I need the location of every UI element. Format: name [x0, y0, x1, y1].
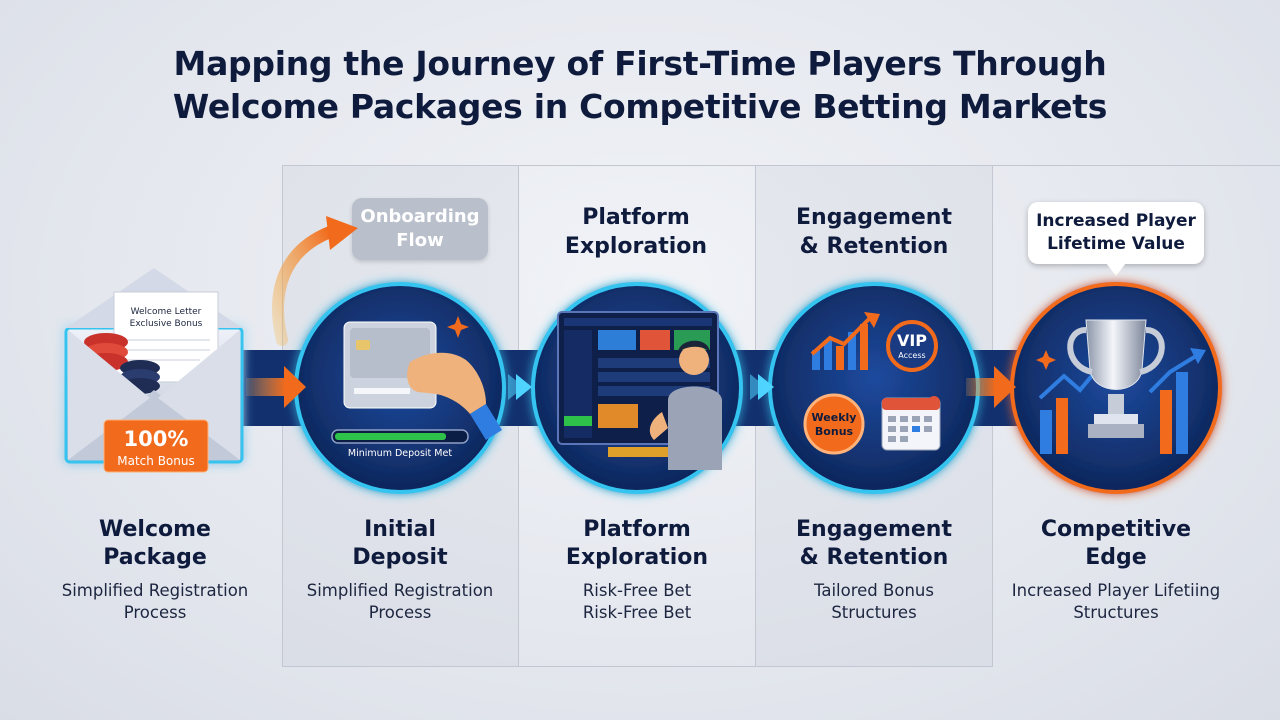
stage-desc-line: Structures — [831, 603, 917, 622]
blue-arrow-3-icon — [750, 374, 774, 400]
column-head-platform: Platform Exploration — [540, 203, 732, 261]
welcome-letter — [66, 268, 242, 383]
stage-desc-line: Process — [123, 603, 187, 622]
stage-title-line: Exploration — [565, 545, 709, 570]
column-head-line: & Retention — [799, 234, 949, 259]
orange-arrow-4-icon — [966, 366, 1016, 408]
stage-desc-line: Risk-Free Bet — [582, 581, 692, 600]
column-head-line: Engagement — [796, 205, 952, 230]
stage-title-line: Deposit — [352, 545, 448, 570]
stage-4-title: Engagement & Retention — [757, 516, 991, 572]
stage-title-line: Competitive — [1040, 517, 1192, 542]
match-bonus-badge — [103, 419, 209, 473]
stage-5-title: Competitive Edge — [994, 516, 1238, 572]
stage-2-title: Initial Deposit — [284, 516, 516, 572]
stage-desc-line: Process — [368, 603, 432, 622]
stage-1-title: Welcome Package — [40, 516, 270, 572]
trophy-chart-icon — [1038, 348, 1206, 454]
calendar-icon — [881, 396, 941, 451]
callout-line: Flow — [396, 230, 444, 251]
grid-top-line — [282, 165, 1280, 166]
lifetime-value-callout: Increased Player Lifetime Value — [1028, 202, 1204, 276]
callout-line: Onboarding — [360, 206, 480, 227]
player-avatar-icon — [649, 340, 722, 470]
page-title: Mapping the Journey of First-Time Player… — [0, 42, 1280, 128]
exclusive-bonus-text: Exclusive Bonus — [130, 319, 203, 329]
match-bonus-percent: 100% — [124, 427, 189, 451]
stage-desc-line: Simplified Registration — [306, 581, 494, 600]
vip-access-text: Access — [898, 351, 925, 360]
sparkle-icon — [1036, 350, 1056, 370]
stage-3-title: Platform Exploration — [520, 516, 754, 572]
column-head-line: Exploration — [564, 234, 708, 259]
stage-desc-line: Simplified Registration — [61, 581, 249, 600]
callout-line: Increased Player — [1036, 211, 1196, 231]
growth-chart-icon — [810, 312, 880, 370]
stage-title-line: Package — [103, 545, 207, 570]
trophy-icon — [1067, 319, 1165, 438]
title-line-1: Mapping the Journey of First-Time Player… — [173, 44, 1107, 83]
welcome-letter-text: Welcome Letter — [131, 307, 202, 317]
vip-badge — [886, 320, 938, 372]
stage-desc-line: Tailored Bonus — [814, 581, 934, 600]
stage-desc-line: Structures — [1073, 603, 1159, 622]
column-head-engagement: Engagement & Retention — [776, 203, 972, 261]
orange-arrow-1-icon — [246, 366, 306, 408]
stage-1-description: Simplified Registration Process — [40, 580, 270, 624]
stage-2-description: Simplified Registration Process — [284, 580, 516, 624]
stage-5-description: Increased Player Lifetiing Structures — [994, 580, 1238, 624]
onboarding-flow-callout: Onboarding Flow — [352, 198, 488, 260]
callout-line: Lifetime Value — [1047, 234, 1185, 254]
deposit-progress-label: Minimum Deposit Met — [348, 448, 452, 459]
blue-arrow-2-icon — [508, 374, 532, 400]
weekly-bonus-label: Bonus — [815, 425, 854, 438]
stage-title-line: Engagement — [796, 517, 952, 542]
stage-desc-line: Risk-Free Bet — [582, 603, 692, 622]
stage-title-line: Welcome — [99, 517, 211, 542]
stage-4-description: Tailored Bonus Structures — [757, 580, 991, 624]
grid-bottom-line — [282, 666, 992, 667]
stage-title-line: Initial — [364, 517, 436, 542]
sparkle-icon — [447, 316, 469, 338]
stage-3-description: Risk-Free Bet Risk-Free Bet — [520, 580, 754, 624]
weekly-bonus-badge — [803, 393, 865, 455]
deposit-progress-bar — [331, 429, 469, 444]
stage-title-line: & Retention — [799, 545, 949, 570]
onboarding-curve-arrow-icon — [272, 216, 358, 346]
hand-icon — [407, 352, 502, 440]
match-bonus-label: Match Bonus — [117, 454, 194, 468]
stage-title-line: Edge — [1085, 545, 1147, 570]
weekly-bonus-text: Weekly — [812, 411, 857, 424]
stage-desc-line: Increased Player Lifetiing — [1011, 581, 1221, 600]
title-line-2: Welcome Packages in Competitive Betting … — [172, 87, 1108, 126]
vip-text: VIP — [897, 331, 927, 350]
column-head-line: Platform — [582, 205, 690, 230]
stage-title-line: Platform — [583, 517, 691, 542]
callout-tail — [1106, 263, 1126, 276]
